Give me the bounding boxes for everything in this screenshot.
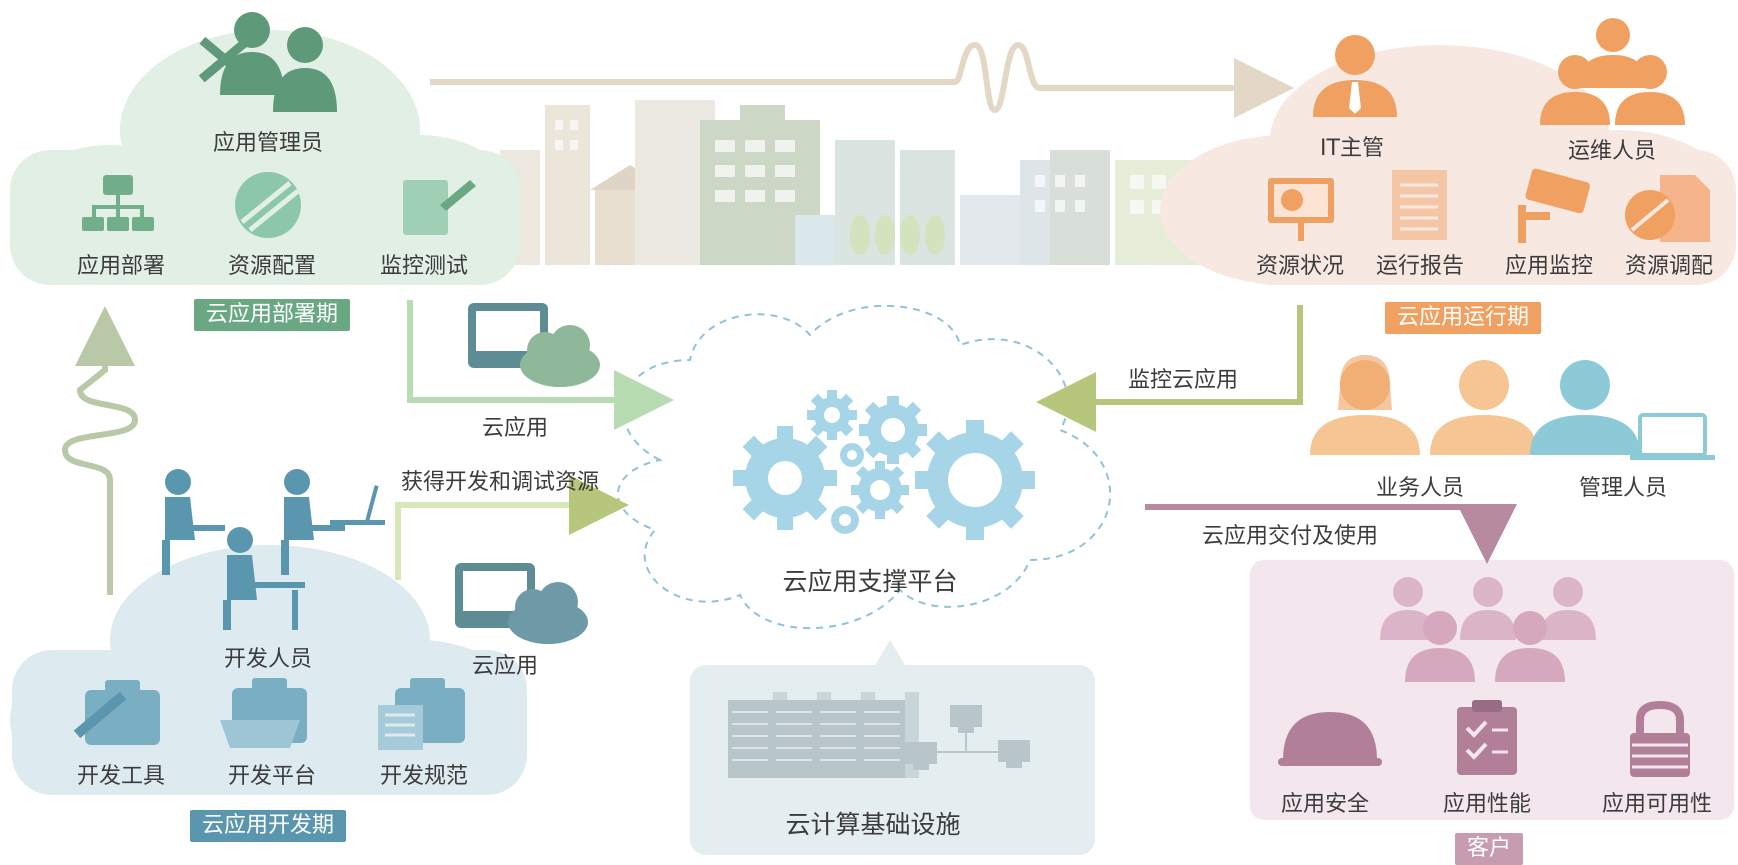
customer-item-label: 应用安全 (1280, 792, 1370, 817)
run-item-label: 运行报告 (1375, 254, 1465, 279)
deliver-flow-label: 云应用交付及使用 (1201, 524, 1379, 549)
resource-config-icon (235, 172, 301, 238)
cloud-app-icon-top (468, 303, 600, 387)
arrow-deploy-to-platform (407, 300, 674, 430)
resource-allocate-icon (1625, 175, 1710, 242)
gears-icon (733, 390, 1035, 540)
dev-item-label: 开发规范 (379, 764, 469, 789)
run-item-label: 资源状况 (1255, 254, 1345, 279)
app-security-icon (1278, 712, 1382, 766)
deploy-item-label: 监控测试 (379, 254, 469, 279)
infra-label: 云计算基础设施 (785, 810, 961, 839)
run-item-label: 资源调配 (1624, 254, 1714, 279)
dev-platform-icon (220, 678, 307, 748)
cloud-app-label-top: 云应用 (481, 416, 549, 441)
monitor-flow-label: 监控云应用 (1127, 368, 1239, 393)
infra-panel (690, 640, 1095, 855)
dev-item-label: 开发平台 (227, 764, 317, 789)
app-monitor-icon (1518, 168, 1590, 243)
city-skyline (500, 100, 1230, 265)
arrow-deploy-to-run (430, 41, 1294, 118)
business-staff-icon (1310, 355, 1538, 455)
run-phase-badge: 云应用运行期 (1384, 302, 1542, 334)
platform-cloud-outline (616, 304, 1112, 630)
business-staff-label: 业务人员 (1375, 476, 1465, 501)
cloud-app-label-bottom: 云应用 (471, 654, 539, 679)
monitor-test-icon (403, 180, 476, 235)
app-performance-icon (1457, 700, 1517, 775)
platform-label: 云应用支撑平台 (782, 567, 958, 596)
admin-staff-label: 管理人员 (1578, 476, 1668, 501)
ops-staff-icon (1540, 18, 1685, 125)
arrow-run-to-platform (1036, 305, 1303, 432)
get-resources-label: 获得开发和调试资源 (400, 470, 600, 495)
dev-tools-icon (73, 680, 160, 745)
it-manager-icon (1313, 35, 1397, 117)
admin-staff-icon (1530, 360, 1715, 460)
app-availability-icon (1630, 700, 1690, 777)
dev-spec-icon (378, 678, 465, 750)
arrow-dev-to-platform (395, 475, 629, 580)
resource-status-icon (1268, 178, 1334, 241)
developers-icon (162, 469, 385, 630)
deploy-icon (82, 175, 154, 231)
arrow-dev-to-deploy (61, 306, 139, 595)
deploy-item-label: 资源配置 (227, 254, 317, 279)
it-manager-label: IT主管 (1320, 136, 1384, 161)
customer-badge: 客户 (1454, 833, 1524, 865)
deploy-phase-badge: 云应用部署期 (193, 299, 351, 331)
customer-item-label: 应用可用性 (1601, 792, 1713, 817)
customers-icon (1380, 577, 1596, 682)
dev-phase-badge: 云应用开发期 (189, 810, 347, 842)
ops-staff-label: 运维人员 (1567, 139, 1657, 164)
developers-label: 开发人员 (223, 647, 313, 672)
arrow-platform-to-customer (1145, 504, 1517, 564)
cloud-app-icon-bottom (455, 563, 588, 644)
app-admin-icon (198, 12, 337, 112)
deploy-item-label: 应用部署 (76, 254, 166, 279)
dev-item-label: 开发工具 (76, 764, 166, 789)
customer-item-label: 应用性能 (1442, 792, 1532, 817)
app-admin-label: 应用管理员 (212, 131, 324, 156)
run-report-icon (1392, 170, 1447, 240)
run-item-label: 应用监控 (1504, 254, 1594, 279)
